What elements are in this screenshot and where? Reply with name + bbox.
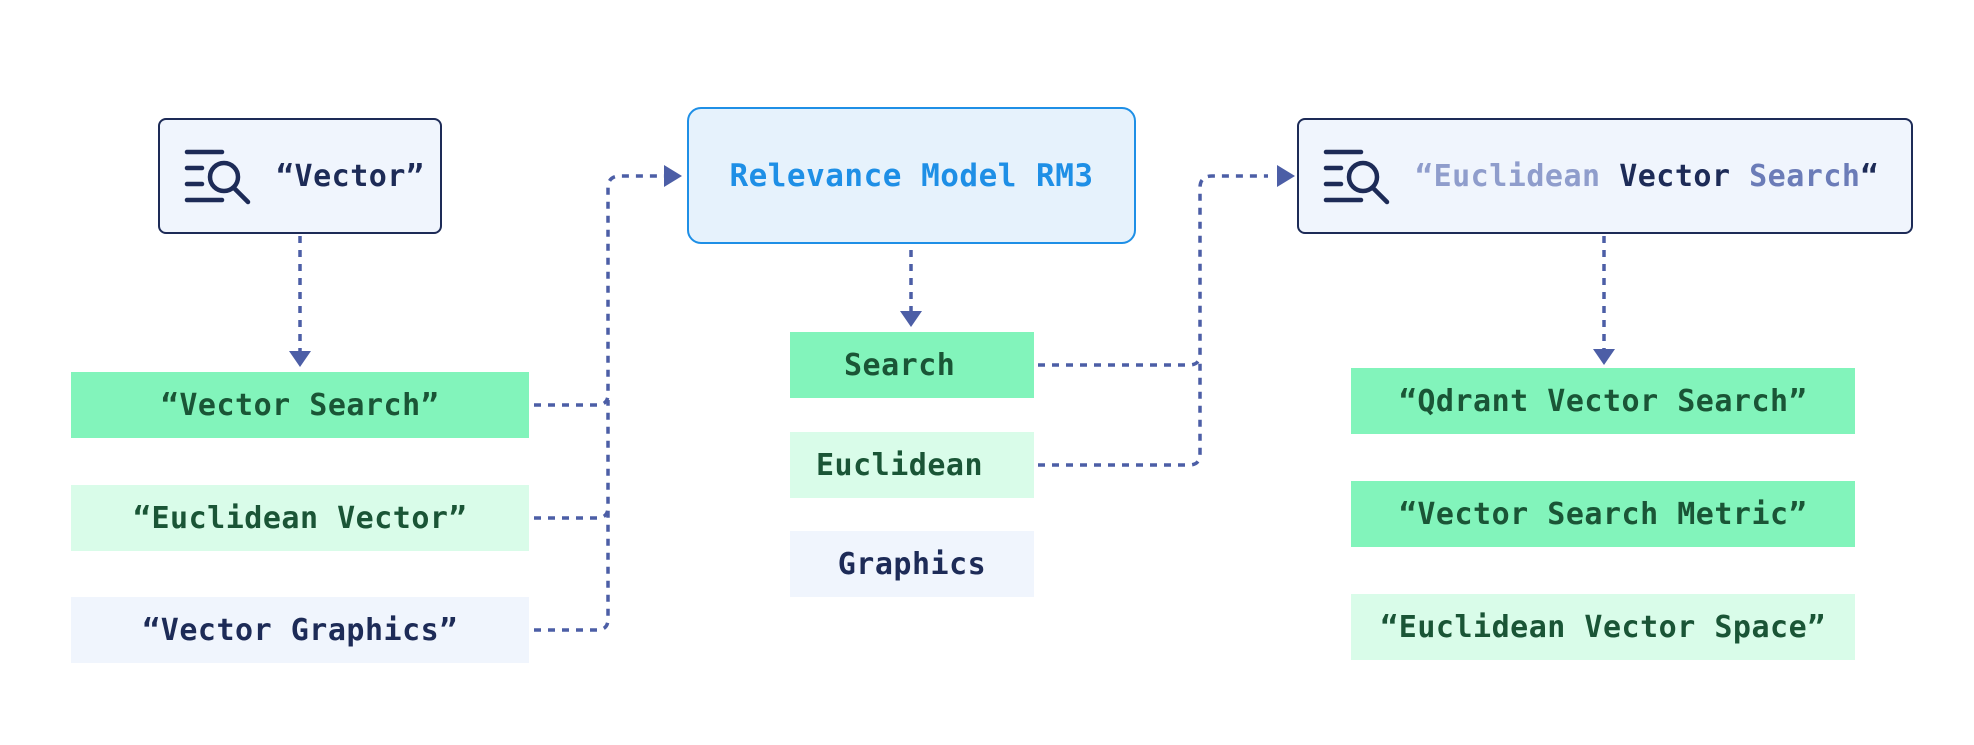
result-query-2: “Vector Search Metric” [1351, 481, 1855, 547]
result-query-1: “Qdrant Vector Search” [1351, 368, 1855, 434]
initial-query-text: “Vector” [276, 158, 425, 194]
result-query-3: “Euclidean Vector Space” [1351, 594, 1855, 660]
expanded-query-term-3: Search [1749, 158, 1861, 194]
arrowhead-results [1593, 349, 1615, 365]
arrowhead-terms [900, 311, 922, 327]
connector-candidate-1-to-model [534, 174, 664, 407]
expanded-query-box: “Euclidean Vector Search“ [1297, 118, 1913, 234]
search-list-icon [184, 149, 251, 205]
arrowhead-expanded-query [1277, 165, 1295, 187]
connector-candidate-2-to-model [534, 400, 610, 520]
connector-candidate-3-to-model [534, 510, 610, 632]
expanded-query-term-1: Euclidean [1433, 158, 1601, 194]
arrowhead-model [664, 165, 682, 187]
expanded-query-text: “Euclidean Vector Search“ [1415, 159, 1879, 194]
candidate-query-3: “Vector Graphics” [71, 597, 529, 663]
connector-term-2-to-expanded-query [1038, 360, 1202, 467]
arrowhead-candidates [289, 351, 311, 367]
candidate-query-2: “Euclidean Vector” [71, 485, 529, 551]
expanded-query-open-quote: “ [1415, 158, 1434, 194]
expanded-query-close-quote: “ [1860, 158, 1880, 194]
search-list-icon [1323, 149, 1390, 205]
relevance-model-box: Relevance Model RM3 [687, 107, 1136, 244]
initial-query-box: “Vector” [158, 118, 442, 234]
expansion-term-3: Graphics [790, 531, 1034, 597]
expansion-term-2: Euclidean [790, 432, 1034, 498]
expansion-term-1: Search [790, 332, 1034, 398]
expanded-query-term-2: Vector [1619, 158, 1731, 194]
candidate-query-1: “Vector Search” [71, 372, 529, 438]
